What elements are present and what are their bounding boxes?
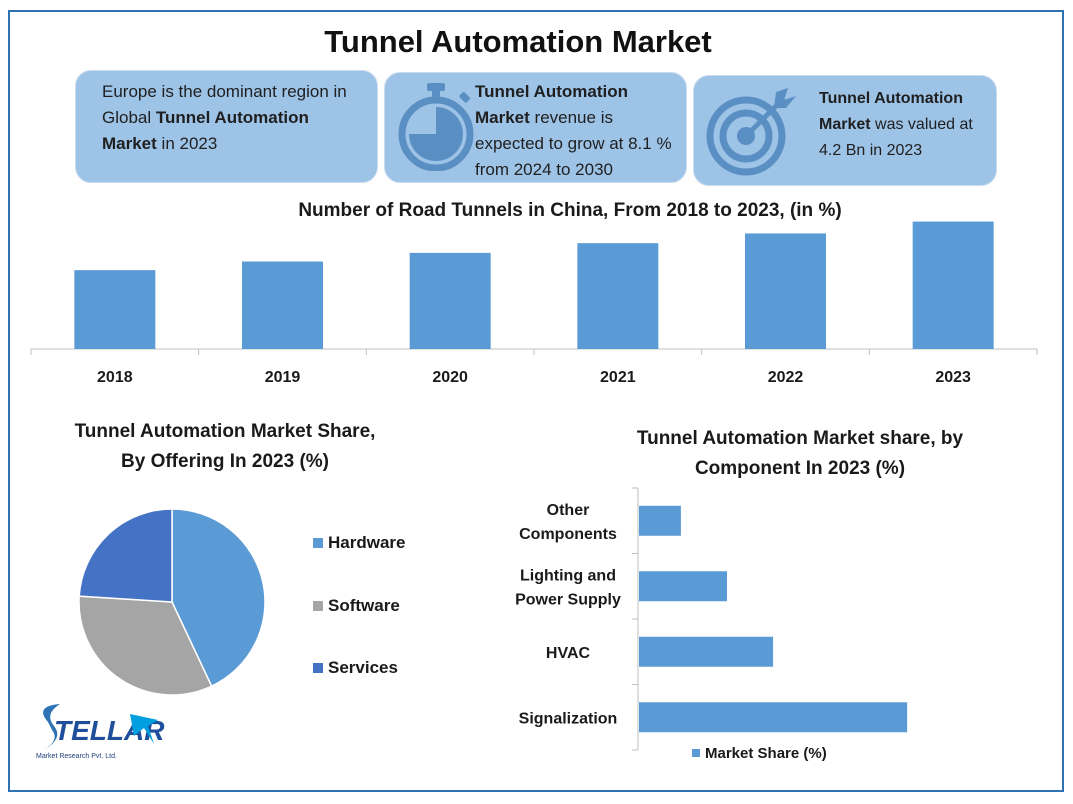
card-bold: Tunnel Automation Market [819, 90, 963, 133]
page-title: Tunnel Automation Market [324, 24, 712, 59]
stellar-logo: TELLAR Market Research Pvt. Ltd. [36, 704, 165, 760]
card-post: was valued at 4.2 Bn in 2023 [819, 116, 973, 159]
card-text-growth: Tunnel Automation Market revenue is expe… [475, 79, 680, 183]
legend-item: Hardware [313, 533, 405, 553]
legend-swatch [692, 749, 700, 757]
x-tick-label: 2019 [265, 369, 301, 386]
x-tick-label: 2023 [935, 369, 971, 386]
x-tick-label: 2018 [97, 369, 133, 386]
hbar [639, 505, 681, 536]
pie-slice [78, 508, 173, 603]
x-tick-label: 2020 [432, 369, 468, 386]
stopwatch-icon [398, 83, 474, 171]
offering-pie-chart [78, 508, 266, 696]
bar [745, 233, 826, 349]
pie-slice [171, 508, 266, 688]
x-tick-label: 2022 [768, 369, 804, 386]
hbar [639, 571, 727, 602]
info-card-region: Europe is the dominant region in Global … [75, 70, 378, 183]
bar-chart-title: Number of Road Tunnels in China, From 20… [298, 200, 842, 221]
road-tunnels-bar-chart: 2018 2019 2020 2021 2022 2023 [30, 221, 1038, 386]
target-icon [706, 88, 796, 176]
card-bold: Tunnel Automation Market [102, 108, 309, 153]
card-post: in 2023 [156, 134, 218, 153]
info-card-growth: Tunnel Automation Market revenue is expe… [384, 72, 687, 183]
card-bold: Tunnel Automation Market [475, 82, 628, 127]
card-text-value: Tunnel Automation Market was valued at 4… [819, 86, 989, 164]
card-pre: Europe is the dominant region in Global [102, 82, 347, 127]
legend-label: Software [328, 596, 400, 615]
card-post: revenue is expected to grow at 8.1 % fro… [475, 108, 672, 179]
legend-swatch [313, 538, 323, 548]
hbar [639, 702, 908, 733]
bar [912, 221, 994, 349]
pie-slice [78, 595, 213, 696]
y-tick-label: Signalization [519, 710, 618, 727]
bar [577, 243, 659, 349]
bar [242, 261, 323, 349]
y-tick-label: HVAC [546, 645, 591, 662]
legend-swatch [313, 601, 323, 611]
svg-text:Market Research Pvt. Ltd.: Market Research Pvt. Ltd. [36, 753, 117, 760]
legend-label: Market Share (%) [705, 745, 827, 762]
info-card-value: Tunnel Automation Market was valued at 4… [693, 75, 997, 186]
bar [409, 252, 491, 349]
card-text-region: Europe is the dominant region in Global … [102, 79, 362, 157]
legend-label: Services [328, 658, 398, 677]
legend-item: Software [313, 596, 400, 616]
bar [74, 270, 156, 349]
x-tick-label: 2021 [600, 369, 636, 386]
legend-swatch [313, 663, 323, 673]
legend-label: Hardware [328, 533, 406, 552]
legend-item: Services [313, 658, 398, 678]
pie-chart-title: Tunnel Automation Market Share, By Offer… [74, 421, 376, 472]
hbar-chart-title: Tunnel Automation Market share, by Compo… [636, 428, 964, 479]
hbar [639, 636, 774, 667]
